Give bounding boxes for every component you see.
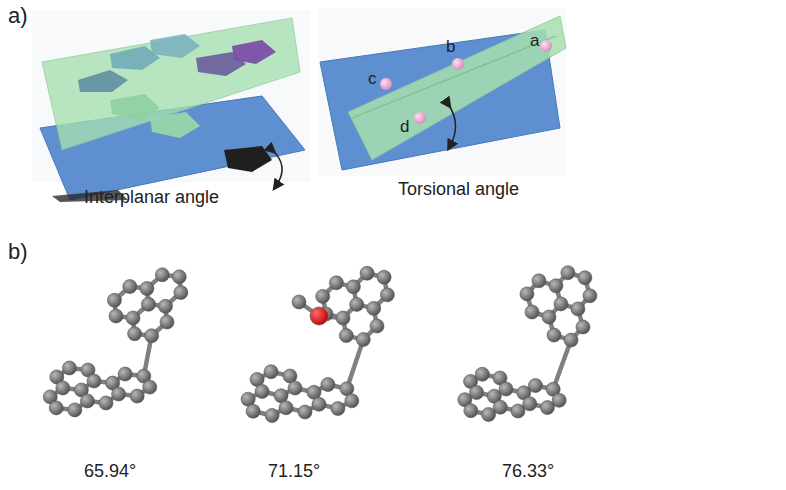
atom	[279, 401, 293, 415]
atom-label: d	[400, 118, 409, 137]
atom	[345, 394, 359, 408]
torsional-figure	[318, 8, 566, 176]
atom	[336, 311, 350, 325]
angle-value: 76.33°	[502, 462, 554, 482]
panel-label: a)	[8, 4, 28, 28]
atom	[87, 374, 101, 388]
atom	[292, 295, 306, 309]
atom	[255, 384, 269, 398]
atom	[298, 405, 312, 419]
atom-label: b	[446, 38, 455, 57]
atom	[377, 270, 391, 284]
atom	[578, 271, 592, 285]
atom	[107, 293, 121, 307]
atom	[331, 402, 345, 416]
atom	[99, 396, 113, 410]
atom	[549, 279, 563, 293]
atom	[80, 394, 94, 408]
atom	[367, 301, 381, 315]
atom	[520, 287, 534, 301]
atom	[576, 320, 590, 334]
atom	[532, 274, 546, 288]
atom	[172, 270, 186, 284]
atom	[155, 268, 169, 282]
atom	[346, 280, 360, 294]
atom	[571, 302, 585, 316]
atom	[62, 361, 76, 375]
atom	[56, 381, 70, 395]
atom	[339, 329, 353, 343]
atom	[130, 389, 144, 403]
atom	[288, 381, 302, 395]
angle-value: 71.15°	[268, 462, 320, 482]
atom	[68, 403, 82, 417]
atom	[464, 404, 478, 418]
atom	[246, 404, 260, 418]
atom	[511, 404, 525, 418]
atom	[356, 333, 370, 347]
atom	[160, 315, 174, 329]
atom	[143, 380, 157, 394]
atom	[370, 319, 384, 333]
atom	[49, 401, 63, 415]
atom	[312, 397, 326, 411]
interplanar-figure	[32, 10, 310, 202]
atom	[118, 367, 132, 381]
atom	[350, 297, 364, 311]
atom	[174, 286, 188, 300]
atom	[112, 387, 126, 401]
atom	[380, 288, 394, 302]
atom	[482, 407, 496, 421]
caption-label: Interplanar angle	[84, 188, 219, 208]
atom	[109, 309, 123, 323]
atom	[554, 297, 568, 311]
atom	[123, 280, 137, 294]
panel-label: b)	[8, 240, 28, 264]
atom	[264, 365, 278, 379]
atom	[126, 311, 140, 325]
atom	[316, 289, 330, 303]
atom	[360, 266, 374, 280]
atom	[145, 329, 159, 343]
angle-value: 65.94°	[84, 462, 136, 482]
atom	[583, 289, 597, 303]
molecule-models	[43, 266, 597, 423]
atom	[542, 310, 556, 324]
bond	[347, 340, 363, 389]
atom-label: c	[368, 70, 377, 89]
atom	[140, 282, 154, 296]
atom	[540, 401, 554, 415]
atom	[547, 328, 561, 342]
atom	[265, 408, 279, 422]
atom	[321, 378, 335, 392]
atom	[141, 297, 155, 311]
atom	[329, 276, 343, 290]
atom	[561, 266, 575, 280]
atom	[128, 327, 142, 341]
atom-label: a	[530, 32, 539, 51]
atom	[564, 333, 578, 347]
atom	[310, 307, 328, 325]
caption-label: Torsional angle	[398, 180, 519, 200]
atom	[525, 305, 539, 319]
bond	[553, 340, 571, 389]
atom	[158, 299, 172, 313]
